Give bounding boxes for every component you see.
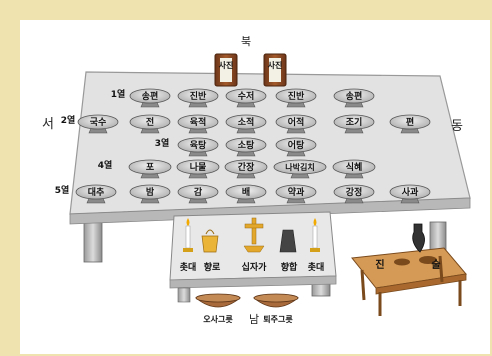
ritual-item-label: 촛대: [180, 261, 197, 273]
incense-box-icon: [280, 230, 296, 252]
dish-label: 소적: [238, 116, 255, 128]
dish-label: 송편: [142, 90, 159, 102]
dish-label: 육적: [190, 116, 207, 128]
dish-label: 사과: [402, 186, 419, 198]
dish-label: 배: [242, 186, 250, 198]
table-leg-right: [430, 222, 446, 252]
dish-label: 감: [194, 186, 203, 198]
dish-label: 나박김치: [285, 162, 314, 172]
dish-label: 밤: [146, 186, 155, 198]
direction-south: 남: [249, 313, 259, 326]
dish-label: 나물: [190, 161, 207, 173]
dish-label: 식혜: [346, 161, 363, 173]
dish-label: 대추: [88, 186, 105, 198]
direction-east: 동: [451, 119, 463, 134]
dish-label: 전: [146, 116, 154, 128]
dish-label: 송편: [346, 90, 363, 102]
dish-label: 육탕: [190, 140, 207, 151]
dish-label: 편: [406, 116, 414, 128]
dish-label: 수저: [238, 90, 255, 102]
dish-label: 진반: [190, 90, 207, 102]
table-leg-left: [84, 220, 102, 262]
dish-label: 포: [146, 162, 155, 173]
ritual-item-label: 십자가: [242, 261, 268, 273]
bowl-label: 퇴주그릇: [263, 314, 293, 324]
bowl-icon: [196, 294, 240, 307]
tablet-label: 사진: [219, 60, 234, 70]
ritual-item-label: 향로: [204, 261, 221, 273]
row-label: 1열: [111, 88, 126, 100]
dish-label: 소탕: [238, 140, 255, 151]
dish-label: 어탕: [288, 139, 305, 151]
ritual-item-label: 향합: [281, 261, 298, 273]
row-label: 3열: [155, 137, 170, 149]
dish-label: 약과: [288, 186, 305, 198]
row-label: 4열: [98, 159, 113, 171]
row-label: 5열: [55, 184, 70, 196]
bowl-icon: [254, 294, 298, 307]
direction-north: 북: [241, 35, 251, 48]
dish-label: 진반: [288, 90, 305, 102]
dish-label: 국수: [90, 117, 107, 128]
tablet-label: 사진: [268, 60, 283, 70]
row-label: 2열: [61, 114, 76, 126]
side-table-label: 진: [375, 258, 384, 271]
dish-label: 강정: [346, 186, 363, 198]
dish-label: 어적: [288, 116, 305, 128]
ritual-item-label: 촛대: [308, 261, 325, 273]
front-table-leg: [178, 288, 190, 302]
side-table-label: 술: [431, 258, 440, 271]
cup-icon: [394, 259, 410, 266]
direction-west: 서: [42, 117, 54, 132]
memorial-tablet: 사진: [264, 54, 286, 86]
dish-label: 간장: [238, 161, 255, 173]
dish-label: 조기: [346, 116, 363, 128]
memorial-tablet: 사진: [215, 54, 237, 86]
side-table-leg: [362, 270, 364, 300]
bowl-label: 오사그릇: [203, 314, 233, 324]
wine-bottle-icon: [413, 224, 425, 252]
